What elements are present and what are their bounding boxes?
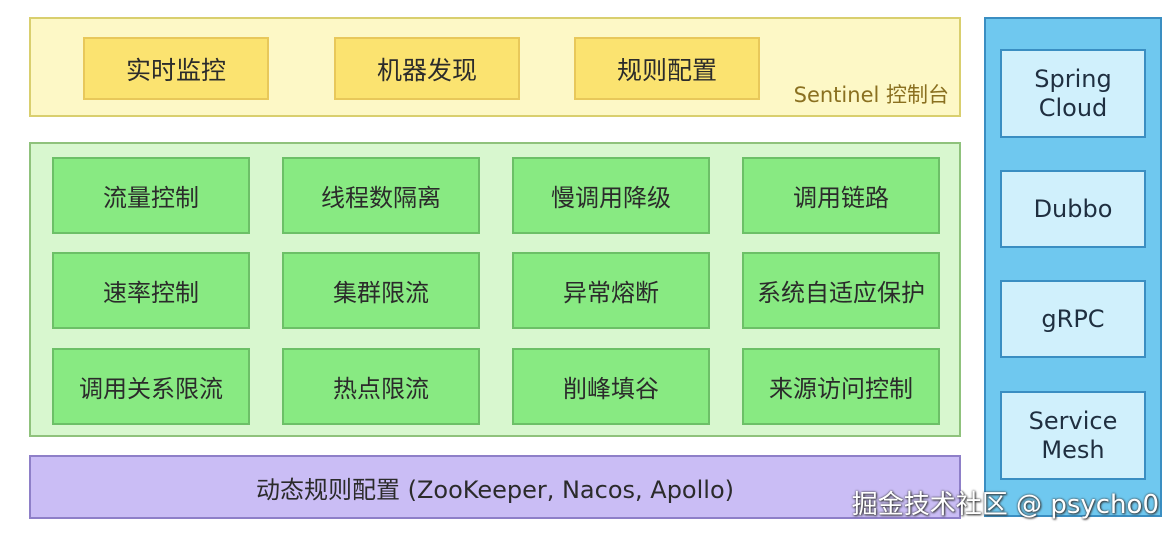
feature-relation-limit: 调用关系限流 xyxy=(52,348,250,425)
feature-exception-circuit-break: 异常熔断 xyxy=(512,252,710,329)
integration-dubbo: Dubbo xyxy=(1000,170,1146,248)
feature-cluster-limit: 集群限流 xyxy=(282,252,480,329)
feature-slow-call-degrade: 慢调用降级 xyxy=(512,157,710,234)
integrations-panel: Spring Cloud Dubbo gRPC Service Mesh xyxy=(984,17,1162,517)
sentinel-console-panel: 实时监控 机器发现 规则配置 Sentinel 控制台 xyxy=(29,17,961,117)
feature-system-adaptive-protection: 系统自适应保护 xyxy=(742,252,940,329)
console-panel-label: Sentinel 控制台 xyxy=(793,83,949,107)
watermark: 掘金技术社区 @ psycho0 xyxy=(851,490,1159,520)
integration-service-mesh: Service Mesh xyxy=(1000,391,1146,480)
console-item-rule-config: 规则配置 xyxy=(574,37,760,100)
dynamic-rule-config-panel: 动态规则配置 (ZooKeeper, Nacos, Apollo) xyxy=(29,455,961,519)
console-item-machine-discovery: 机器发现 xyxy=(334,37,520,100)
feature-origin-access-control: 来源访问控制 xyxy=(742,348,940,425)
feature-rate-control: 速率控制 xyxy=(52,252,250,329)
feature-flow-control: 流量控制 xyxy=(52,157,250,234)
feature-call-chain: 调用链路 xyxy=(742,157,940,234)
feature-thread-isolation: 线程数隔离 xyxy=(282,157,480,234)
feature-hotspot-limit: 热点限流 xyxy=(282,348,480,425)
feature-peak-shaving: 削峰填谷 xyxy=(512,348,710,425)
integration-grpc: gRPC xyxy=(1000,280,1146,358)
dynamic-rule-config-label: 动态规则配置 (ZooKeeper, Nacos, Apollo) xyxy=(255,475,735,504)
console-item-realtime-monitoring: 实时监控 xyxy=(83,37,269,100)
features-panel: 流量控制 线程数隔离 慢调用降级 调用链路 速率控制 集群限流 异常熔断 系统自… xyxy=(29,142,961,437)
integration-spring-cloud: Spring Cloud xyxy=(1000,49,1146,138)
